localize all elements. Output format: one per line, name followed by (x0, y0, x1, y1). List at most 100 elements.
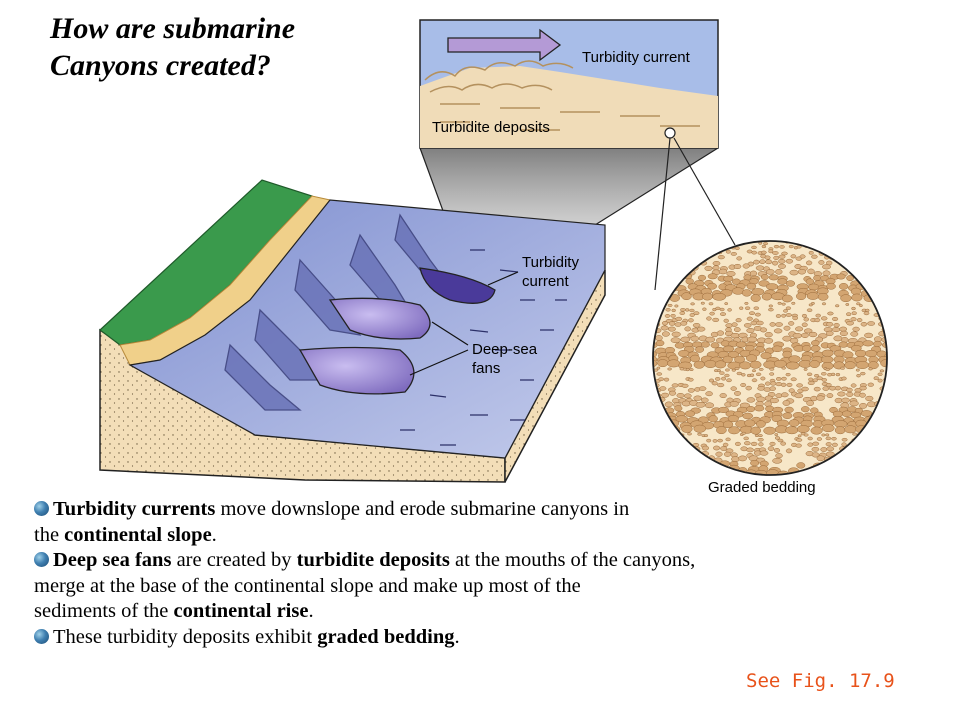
sediment-grain (801, 332, 809, 339)
sediment-grain (760, 376, 766, 381)
sediment-grain (676, 265, 684, 271)
sediment-grain (656, 420, 669, 428)
sediment-grain (769, 441, 776, 446)
sediment-grain (677, 242, 683, 246)
sediment-grain (816, 395, 825, 401)
sediment-grain (718, 268, 728, 275)
sediment-grain (845, 447, 853, 453)
sediment-grain (861, 466, 871, 474)
sediment-grain (693, 461, 705, 468)
sediment-grain (704, 265, 713, 271)
sediment-grain (882, 308, 887, 312)
sediment-grain (680, 321, 688, 326)
bullet-text-segment: the (34, 523, 65, 546)
sediment-grain (807, 436, 813, 441)
sediment-grain (826, 246, 833, 250)
sediment-grain (667, 367, 672, 371)
deep-sea-fans-label-line2: fans (472, 360, 500, 377)
sediment-grain (653, 359, 658, 368)
sediment-grain (757, 437, 764, 442)
sediment-grain (769, 322, 776, 327)
sediment-grain (801, 386, 809, 392)
sediment-grain (653, 464, 656, 472)
sediment-grain (744, 301, 749, 305)
sediment-grain (655, 433, 661, 437)
sediment-grain (862, 270, 873, 276)
sediment-grain (799, 254, 806, 259)
sediment-grain (886, 301, 887, 305)
sediment-grain (678, 453, 686, 459)
sediment-grain (697, 246, 704, 250)
sediment-grain (756, 420, 766, 428)
sediment-grain (707, 273, 718, 280)
sediment-grain (878, 426, 887, 435)
sediment-grain (736, 371, 743, 376)
sediment-grain (693, 360, 705, 369)
sediment-grain (746, 282, 757, 290)
sediment-grain (656, 293, 668, 302)
sediment-grain (814, 374, 820, 378)
sediment-grain (684, 326, 691, 332)
sediment-grain (653, 350, 657, 358)
sediment-grain (759, 259, 766, 265)
sediment-grain (805, 260, 813, 266)
sediment-grain (742, 263, 750, 269)
sediment-grain (834, 470, 847, 475)
sediment-grain (882, 303, 887, 307)
sediment-grain (719, 312, 727, 316)
sediment-grain (667, 359, 681, 368)
sediment-grain (695, 346, 705, 353)
sediment-grain (775, 453, 783, 459)
sediment-grain (655, 340, 665, 347)
sediment-grain (781, 302, 786, 306)
sediment-grain (848, 457, 857, 464)
sediment-grain (877, 472, 887, 475)
sediment-grain (677, 438, 684, 443)
sediment-grain (705, 336, 716, 343)
sediment-grain (771, 260, 779, 266)
sediment-grain (808, 250, 814, 255)
sediment-grain (657, 359, 669, 368)
sediment-grain (801, 241, 807, 243)
sediment-grain (806, 372, 813, 376)
sediment-grain (760, 352, 772, 360)
sediment-grain (792, 333, 802, 339)
sediment-grain (654, 431, 659, 435)
sediment-grain (693, 395, 702, 401)
sediment-grain (746, 397, 756, 403)
sediment-grain (680, 336, 691, 343)
sediment-grain (820, 316, 828, 321)
sediment-grain (771, 345, 783, 353)
sediment-grain (653, 401, 657, 408)
sediment-grain (716, 330, 725, 336)
sediment-grain (666, 465, 678, 473)
sediment-grain (722, 442, 729, 447)
sediment-grain (683, 255, 690, 260)
seafloor-hatching (400, 249, 567, 446)
sediment-grain (796, 438, 803, 442)
sediment-grain (785, 361, 800, 370)
deep-sea-fan-2 (328, 297, 431, 340)
sediment-grain (701, 445, 710, 451)
sediment-grain (873, 416, 885, 424)
sediment-grain (876, 284, 887, 291)
sediment-grain (868, 241, 873, 243)
sediment-grain (681, 424, 693, 433)
sediment-grain (653, 289, 657, 297)
sediment-grain (716, 369, 721, 373)
sediment-grain (663, 437, 670, 442)
sediment-grain (781, 392, 789, 398)
sediment-grain (825, 382, 832, 388)
label-pointers (409, 271, 519, 376)
sediment-grain (871, 447, 879, 452)
sediment-grain (806, 292, 820, 300)
bullet-text-segment: . (211, 523, 217, 546)
sediment-grain (821, 355, 834, 364)
sediment-grain (773, 448, 781, 453)
sediment-grain (877, 378, 883, 383)
sediment-grain (852, 432, 857, 436)
sediment-grain (661, 320, 669, 326)
sediment-grain (700, 341, 710, 348)
sediment-grain (712, 439, 718, 443)
sediment-grain (761, 292, 773, 301)
